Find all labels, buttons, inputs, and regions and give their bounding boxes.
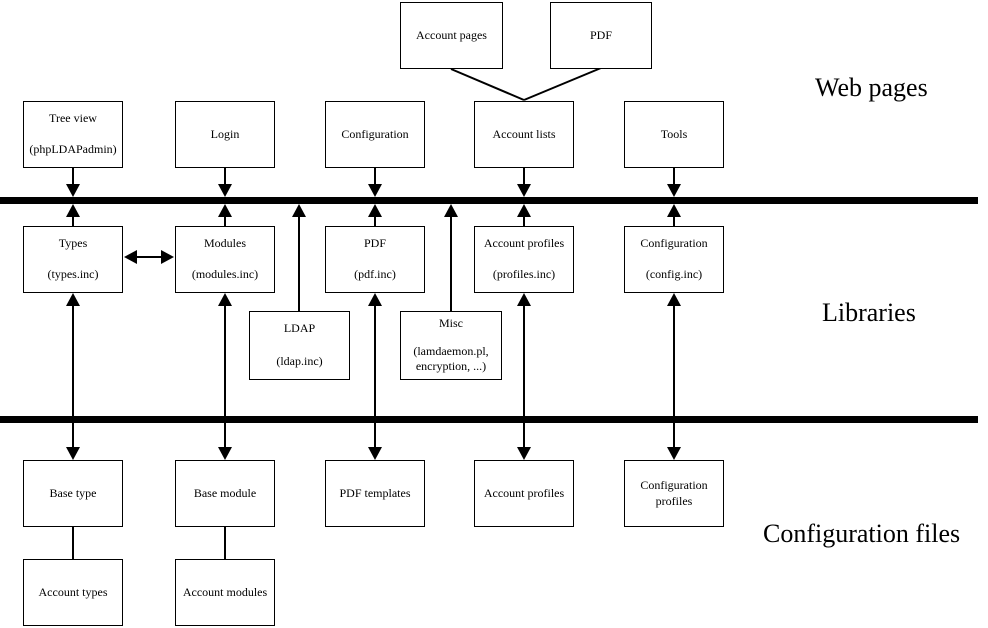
node-title: Account profiles (483, 485, 565, 500)
node-title: LDAP (283, 321, 316, 335)
arrowhead-up-icon (292, 204, 306, 217)
arrowhead-down-icon (66, 184, 80, 197)
node-title: Tree view (49, 111, 97, 125)
arrowhead-up-icon (667, 204, 681, 217)
node-title: Configuration profiles (640, 477, 708, 508)
node-title: PDF (363, 236, 386, 250)
node-types-lib: Types (types.inc) (23, 226, 123, 293)
node-configuration-lib: Configuration (config.inc) (624, 226, 724, 293)
link-accountpages-accountlists (450, 68, 525, 101)
arrowhead-up-icon (218, 204, 232, 217)
node-misc-lib: Misc (lamdaemon.pl, encryption, ...) (400, 311, 502, 380)
node-title: Tools (660, 126, 688, 141)
node-title: Account modules (182, 584, 268, 599)
arrowhead-up-icon (444, 204, 458, 217)
node-title: Account pages (416, 27, 487, 42)
bus-web-libraries (0, 197, 978, 204)
arrowhead-up-icon (66, 204, 80, 217)
arrowhead-up-icon (517, 293, 531, 306)
arrowhead-down-icon (218, 447, 232, 460)
link-pdfpage-accountlists (523, 67, 602, 101)
node-title: Account profiles (483, 236, 565, 250)
node-pdf-templates: PDF templates (325, 460, 425, 527)
arrowhead-left-icon (124, 250, 137, 264)
node-subtitle: (modules.inc) (191, 267, 259, 282)
arrowhead-up-icon (218, 293, 232, 306)
node-subtitle: (types.inc) (47, 267, 99, 282)
node-title: Account types (38, 584, 108, 599)
node-ldap-lib: LDAP (ldap.inc) (249, 311, 350, 380)
node-base-module: Base module (175, 460, 275, 527)
node-subtitle: (pdf.inc) (354, 267, 396, 282)
arrowhead-down-icon (368, 447, 382, 460)
node-account-modules: Account modules (175, 559, 275, 626)
arrowhead-down-icon (667, 447, 681, 460)
section-label-configuration-files: Configuration files (763, 519, 961, 548)
node-subtitle: (config.inc) (645, 267, 703, 282)
arrowhead-up-icon (368, 293, 382, 306)
node-account-types: Account types (23, 559, 123, 626)
node-title: Types (58, 236, 88, 250)
node-subtitle: (profiles.inc) (492, 267, 556, 282)
arrowhead-down-icon (218, 184, 232, 197)
node-title: Base module (193, 485, 257, 500)
node-subtitle: (ldap.inc) (276, 354, 323, 369)
node-subtitle: (phpLDAPadmin) (29, 142, 117, 157)
node-base-type: Base type (23, 460, 123, 527)
node-title: Configuration (640, 236, 708, 250)
section-label-web-pages: Web pages (815, 73, 928, 102)
node-account-lists: Account lists (474, 101, 574, 168)
node-tree-view: Tree view (phpLDAPadmin) (23, 101, 123, 168)
node-login: Login (175, 101, 275, 168)
arrowhead-down-icon (667, 184, 681, 197)
node-pdf-page: PDF (550, 2, 652, 69)
arrowhead-up-icon (517, 204, 531, 217)
arrowhead-down-icon (517, 184, 531, 197)
arrowhead-up-icon (667, 293, 681, 306)
arrowhead-up-icon (368, 204, 382, 217)
node-configuration-profiles: Configuration profiles (624, 460, 724, 527)
node-title: Base type (49, 485, 97, 500)
arrowhead-down-icon (517, 447, 531, 460)
arrowhead-down-icon (368, 184, 382, 197)
node-title: PDF (589, 27, 612, 42)
node-account-profiles-lib: Account profiles (profiles.inc) (474, 226, 574, 293)
node-subtitle: (lamdaemon.pl, encryption, ...) (413, 343, 489, 374)
node-title: PDF templates (339, 485, 411, 500)
node-account-profiles-file: Account profiles (474, 460, 574, 527)
arrowhead-down-icon (66, 447, 80, 460)
node-title: Account lists (492, 126, 556, 141)
arrowhead-right-icon (161, 250, 174, 264)
node-configuration-page: Configuration (325, 101, 425, 168)
node-title: Modules (204, 236, 246, 250)
node-title: Configuration (341, 126, 409, 141)
node-pdf-lib: PDF (pdf.inc) (325, 226, 425, 293)
node-tools: Tools (624, 101, 724, 168)
node-title: Login (210, 126, 240, 141)
section-label-libraries: Libraries (822, 298, 916, 327)
node-title: Misc (439, 316, 463, 330)
arrowhead-up-icon (66, 293, 80, 306)
node-modules-lib: Modules (modules.inc) (175, 226, 275, 293)
bus-libraries-configfiles (0, 416, 978, 423)
node-account-pages: Account pages (400, 2, 503, 69)
